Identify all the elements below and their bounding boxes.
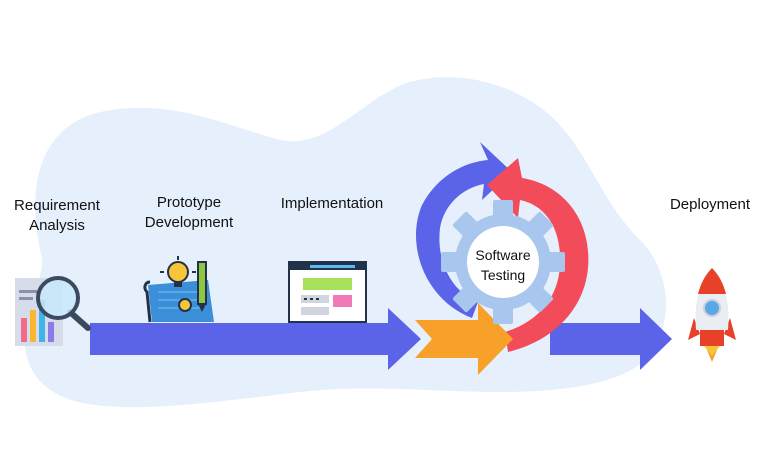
rocket-icon	[688, 268, 736, 362]
stage-label-requirement: Requirement Analysis	[2, 196, 112, 236]
label-line: Implementation	[280, 195, 384, 212]
orange-arrow	[415, 303, 513, 375]
label-line: Testing	[480, 267, 526, 283]
main-arrow-right	[550, 308, 672, 370]
stage-label-implementation: Implementation	[272, 194, 392, 214]
label-line: Analysis	[29, 217, 85, 234]
stage-label-deployment: Deployment	[660, 195, 760, 215]
stage-label-testing: Software Testing	[463, 245, 543, 285]
stage-label-prototype: Prototype Development	[134, 193, 244, 233]
label-line: Development	[144, 214, 234, 231]
magnifier-chart-icon	[15, 276, 91, 346]
blueprint-idea-icon	[143, 256, 214, 323]
label-line: Deployment	[669, 196, 751, 213]
label-line: Prototype	[156, 194, 222, 211]
label-line: Software	[475, 247, 531, 263]
browser-window-icon	[288, 261, 367, 323]
main-arrow-left	[90, 308, 421, 370]
gear-icon	[441, 200, 565, 324]
label-line: Requirement	[14, 197, 100, 214]
